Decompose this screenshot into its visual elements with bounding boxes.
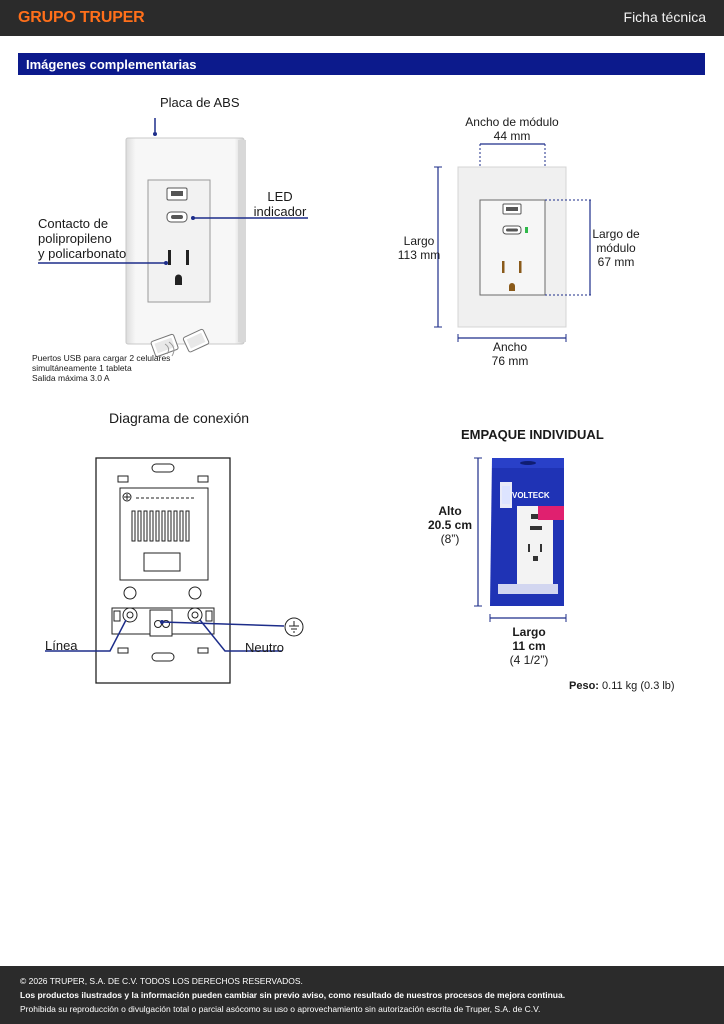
usb-note-line1: Puertos USB para cargar 2 celulares [32, 353, 171, 363]
footer: © 2026 TRUPER, S.A. DE C.V. TODOS LOS DE… [0, 966, 724, 1024]
label-led-line2: indicador [253, 204, 307, 219]
section-title: Imágenes complementarias [26, 57, 197, 72]
package-height-value: 20.5 cm [427, 518, 473, 532]
plate-width: Ancho 76 mm [480, 340, 540, 368]
module-length-label-1: Largo de [592, 227, 640, 241]
module-width-value: 44 mm [493, 129, 531, 143]
label-plate: Placa de ABS [160, 95, 240, 110]
usb-output: Salida máxima 3.0 A [32, 373, 110, 383]
footer-notice: Los productos ilustrados y la informació… [20, 990, 566, 1000]
outlet-illustration [38, 118, 308, 357]
package-height: Alto 20.5 cm (8”) [425, 504, 475, 546]
module-width-label: Ancho de módulo [465, 115, 559, 129]
package-brand: VOLTECK [512, 491, 550, 500]
package-height-label: Alto [438, 504, 462, 518]
module-length-label-2: módulo [596, 241, 636, 255]
plate-length: Largo 113 mm [395, 234, 443, 262]
label-contact-line2: polipropileno [38, 231, 112, 246]
package-illustration [474, 457, 567, 622]
package-height-inches: (8”) [440, 532, 460, 546]
module-length: Largo de módulo 67 mm [590, 227, 642, 269]
wiring-title: Diagrama de conexión [109, 410, 250, 426]
usb-note: Puertos USB para cargar 2 celulares simu… [32, 353, 170, 383]
package-weight-label: Peso: [569, 680, 599, 692]
package-length-inches: (4 1/2”) [509, 653, 549, 667]
module-width: Ancho de módulo 44 mm [460, 115, 564, 143]
plate-width-value: 76 mm [491, 354, 529, 368]
module-length-value: 67 mm [597, 255, 635, 269]
document-type: Ficha técnica [623, 9, 706, 25]
plate-width-label: Ancho [492, 340, 528, 354]
footer-copyright: © 2026 TRUPER, S.A. DE C.V. TODOS LOS DE… [20, 976, 303, 986]
label-contact: Contacto de polipropileno y policarbonat… [38, 216, 126, 261]
package-length-label: Largo [512, 625, 546, 639]
plate-length-label: Largo [403, 234, 435, 248]
wiring-diagram [45, 457, 304, 684]
label-contact-line3: y policarbonato [38, 246, 127, 261]
dimension-drawing [434, 143, 592, 342]
label-led-line1: LED [267, 189, 293, 204]
package-weight: Peso: 0.11 kg (0.3 lb) [569, 679, 675, 693]
label-led: LED indicador [250, 189, 310, 219]
line-label: Línea [45, 638, 78, 653]
section-header: Imágenes complementarias [18, 53, 705, 75]
footer-prohibition: Prohibida su reproducción o divulgación … [20, 1004, 541, 1014]
neutral-label: Neutro [245, 640, 285, 655]
label-contact-line1: Contacto de [38, 216, 109, 231]
brand-logo: GRUPO TRUPER [18, 9, 145, 26]
package-title: EMPAQUE INDIVIDUAL [461, 427, 604, 442]
package-weight-value: 0.11 kg (0.3 lb) [602, 680, 675, 692]
header-bar: GRUPO TRUPER Ficha técnica [0, 0, 724, 36]
usb-note-line2: simultáneamente 1 tableta [32, 363, 132, 373]
package-length: Largo 11 cm (4 1/2”) [500, 625, 558, 667]
plate-length-value: 113 mm [397, 248, 441, 262]
package-length-value: 11 cm [512, 639, 546, 653]
